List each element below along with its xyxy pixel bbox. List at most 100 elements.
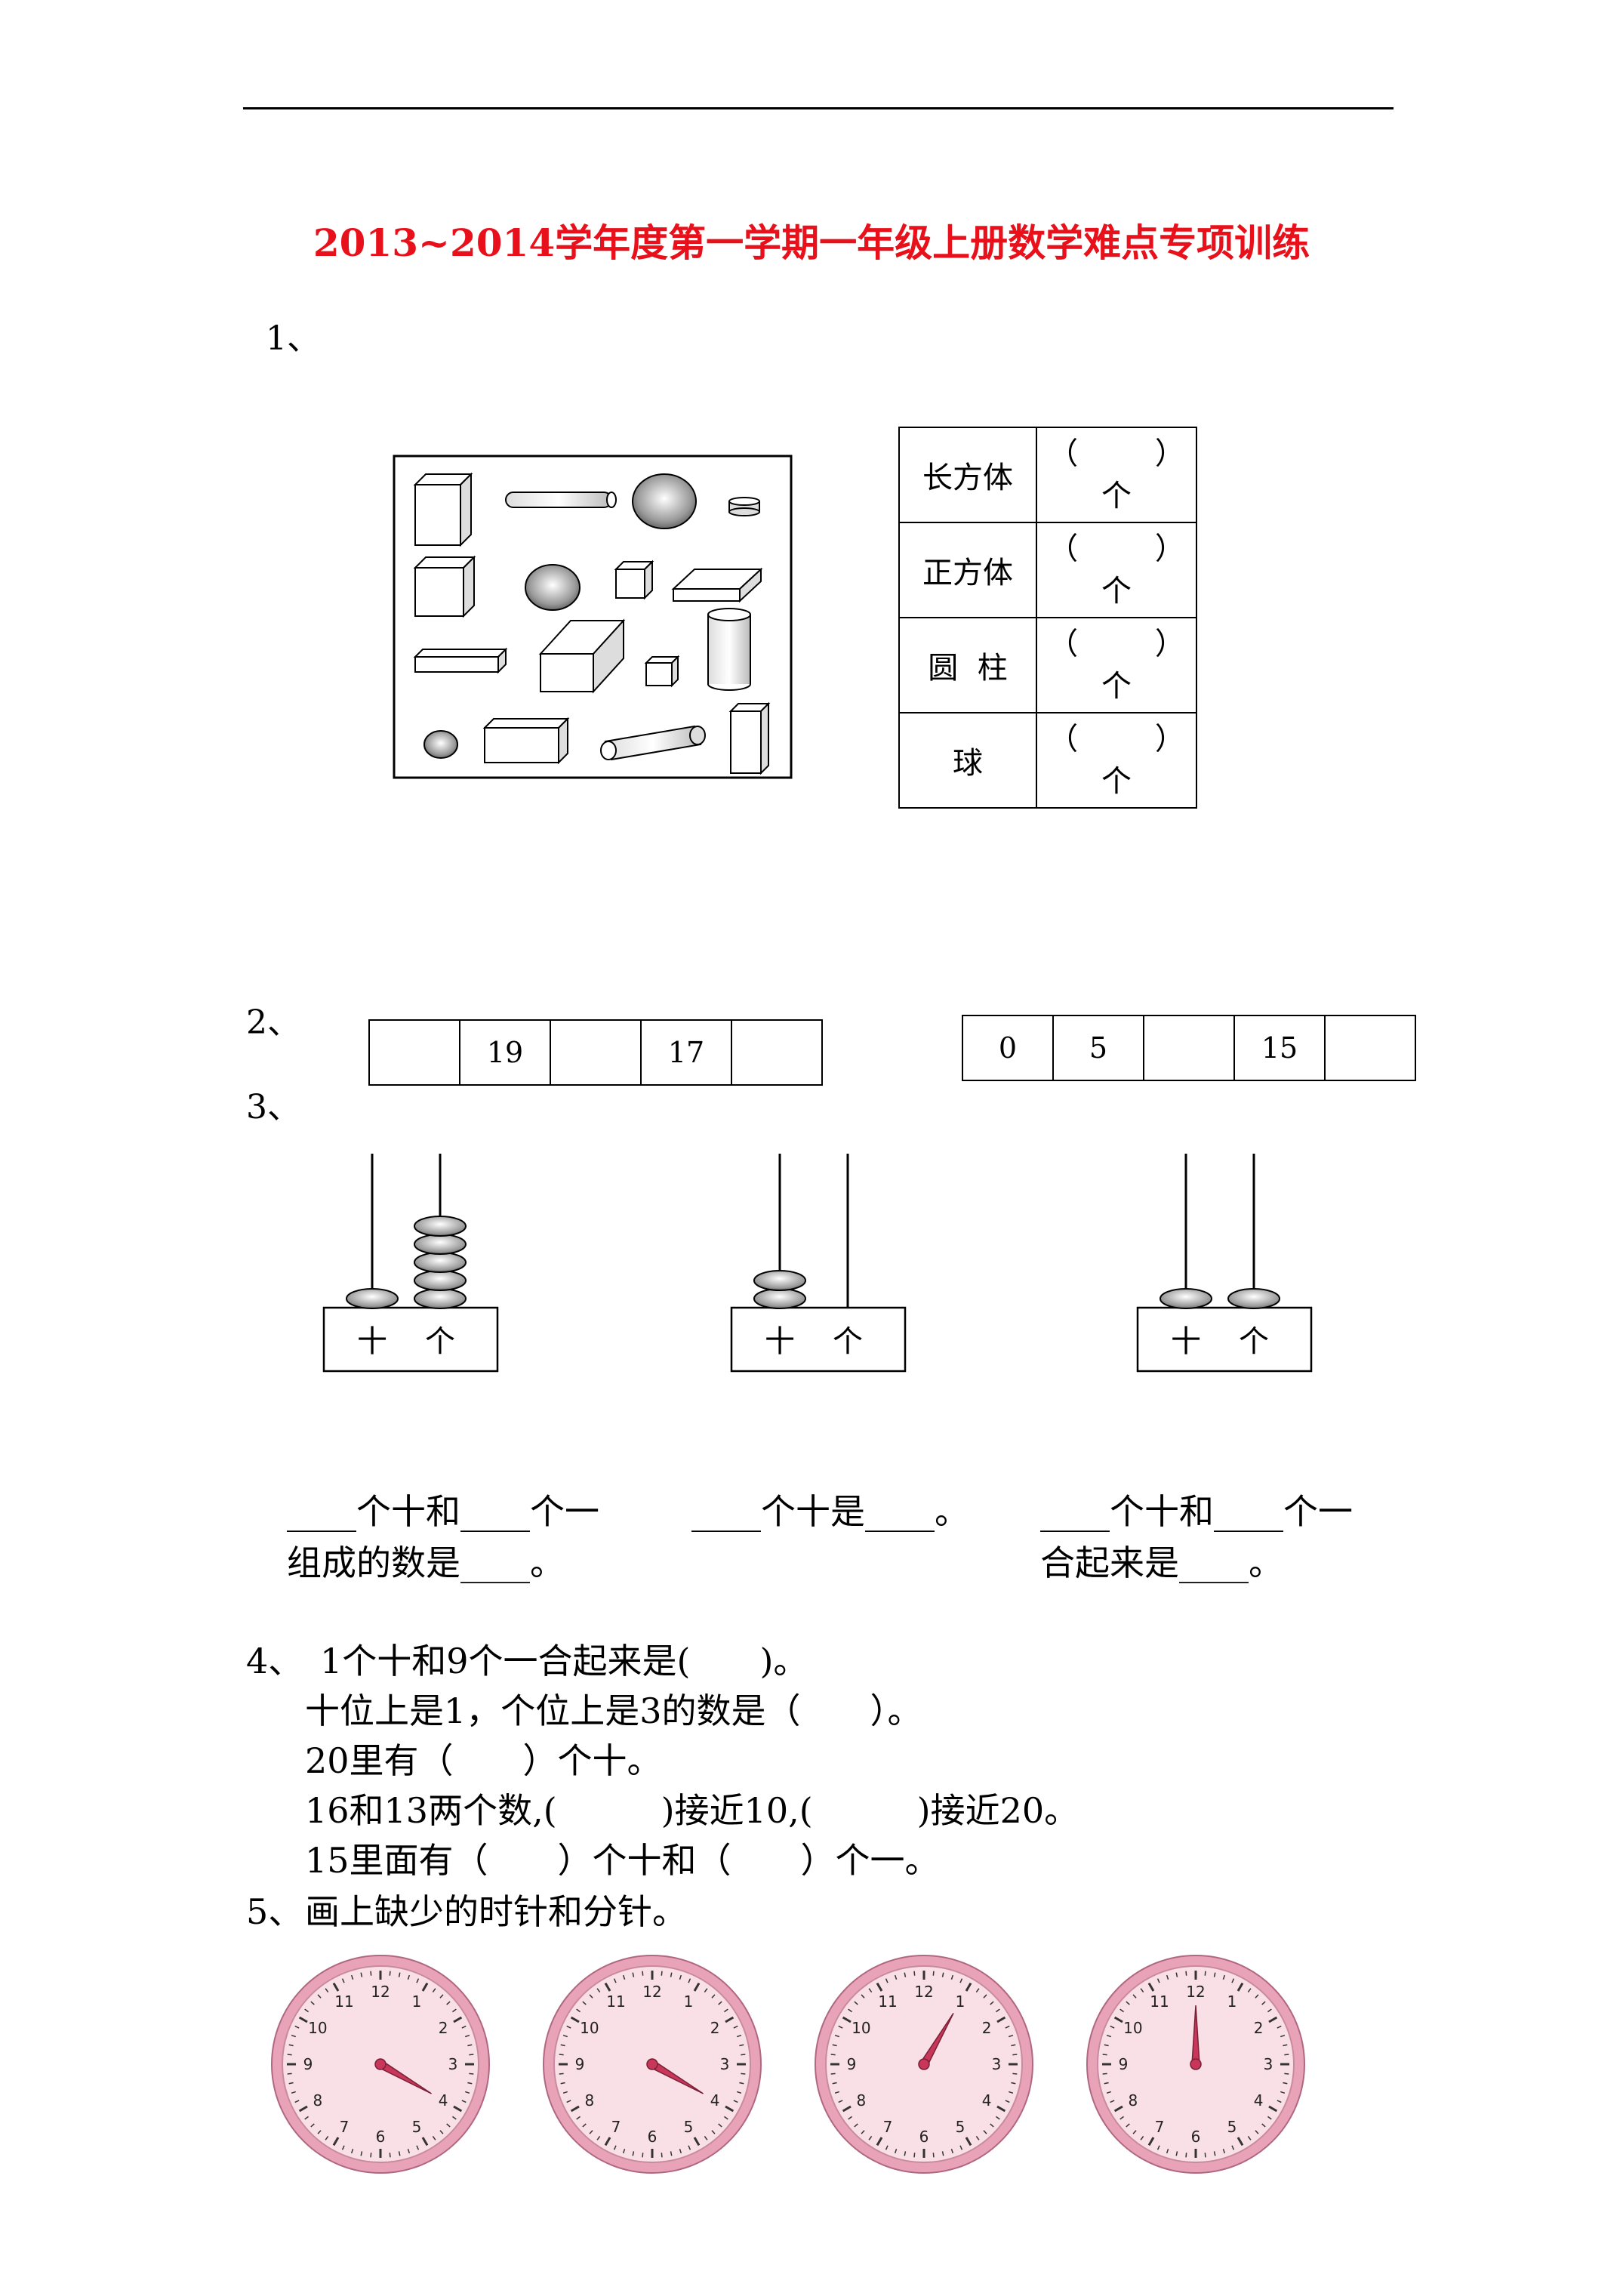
clock-tick <box>1185 2153 1187 2158</box>
clock-tick <box>975 1988 980 1992</box>
clock-tick <box>467 2082 473 2085</box>
table-row: 球 （ ）个 <box>898 712 1197 809</box>
clock-tick <box>1104 2082 1109 2085</box>
clock-number: 4 <box>1254 2091 1264 2110</box>
clock-tick <box>941 2151 944 2156</box>
clock-tick <box>642 2153 644 2158</box>
clock-tick <box>733 2100 738 2103</box>
clock-tick <box>439 2130 444 2134</box>
clock-number: 10 <box>1123 2019 1142 2037</box>
clock-number: 11 <box>878 1992 897 2011</box>
clock-tick <box>570 2016 580 2023</box>
clock-tick <box>1222 2148 1226 2154</box>
seq1-cell[interactable] <box>550 1019 642 1086</box>
seq1-cell[interactable] <box>731 1019 823 1086</box>
abacus-bead <box>414 1252 467 1273</box>
question-5-number: 5、 <box>246 1891 303 1932</box>
clock-tick <box>464 2034 470 2038</box>
clock-number: 1 <box>1227 1992 1237 2011</box>
clock-number: 4 <box>439 2091 448 2110</box>
abacus-bead <box>1160 1288 1212 1309</box>
q4-line-3[interactable]: 20里有（ ）个十。 <box>305 1740 662 1781</box>
abacus-bead <box>414 1234 467 1255</box>
clock-number: 12 <box>642 1983 661 2001</box>
clock-tick <box>317 2130 322 2134</box>
place-label-tens: 十 <box>1171 1324 1201 1359</box>
clock-center <box>1190 2058 1202 2070</box>
clock-tick <box>868 2136 873 2140</box>
fill-blank-3b[interactable]: 合起来是____。 <box>1040 1542 1283 1583</box>
clock-tick <box>642 1971 644 1976</box>
clock-tick <box>304 2116 309 2120</box>
clock-tick <box>310 2001 315 2005</box>
clock-number: 5 <box>956 2118 965 2136</box>
clock-tick <box>950 2148 954 2154</box>
abacus-bead <box>753 1270 806 1291</box>
clock-tick <box>560 2082 565 2085</box>
fill-blank-2[interactable]: ____个十是____。 <box>691 1491 969 1532</box>
clock-tick <box>704 1988 708 1992</box>
clock-tick <box>733 2025 738 2029</box>
answer-cell-sphere[interactable]: （ ）个 <box>1036 712 1197 809</box>
clock-tick <box>679 2148 682 2154</box>
place-label-ones: 个 <box>1239 1324 1269 1359</box>
clock-number: 11 <box>606 1992 625 2011</box>
clock-tick <box>317 1994 322 1999</box>
q4-line-1[interactable]: 1个十和9个一合起来是( )。 <box>320 1641 808 1681</box>
clock-tick <box>842 2016 852 2023</box>
clock-tick <box>439 1994 444 1999</box>
q4-line-2[interactable]: 十位上是1，个位上是3的数是（ ）。 <box>305 1690 922 1731</box>
table-row: 正方体 （ ）个 <box>898 522 1197 618</box>
q4-line-4[interactable]: 16和13两个数,( )接近10,( )接近20。 <box>305 1790 1079 1831</box>
clock-tick <box>941 1972 944 1977</box>
clock-number: 7 <box>340 2118 350 2136</box>
clock-tick <box>1110 2100 1115 2103</box>
clock-number: 3 <box>720 2055 730 2073</box>
clock-number: 3 <box>1264 2055 1273 2073</box>
clock-number: 11 <box>334 1992 353 2011</box>
clock-tick <box>1166 1974 1169 1980</box>
fill-blank-1a[interactable]: ____个十和____个一 <box>287 1491 599 1532</box>
seq2-cell: 5 <box>1052 1015 1144 1081</box>
clock-number: 9 <box>847 2055 857 2073</box>
clock-tick <box>287 2073 292 2075</box>
clock-tick <box>1140 1988 1144 1992</box>
clock-number: 10 <box>580 2019 599 2037</box>
fill-blank-3a[interactable]: ____个十和____个一 <box>1040 1491 1353 1532</box>
clock-tick <box>559 2073 564 2075</box>
clock-number: 5 <box>412 2118 422 2136</box>
clock-tick <box>1005 2100 1010 2103</box>
clock-tick <box>1277 2100 1282 2103</box>
place-label-tens: 十 <box>357 1324 387 1359</box>
clock-tick <box>704 2136 708 2140</box>
seq2-cell[interactable] <box>1324 1015 1416 1081</box>
answer-cell-cylinder[interactable]: （ ）个 <box>1036 617 1197 713</box>
fill-blank-1b[interactable]: 组成的数是____。 <box>287 1542 565 1583</box>
clock-tick <box>885 1978 888 1983</box>
clock-tick <box>830 2073 836 2075</box>
clock-tick <box>670 1972 673 1977</box>
seq1-cell[interactable] <box>368 1019 460 1086</box>
clock-tick <box>298 2105 308 2113</box>
answer-cell-cuboid[interactable]: （ ）个 <box>1036 427 1197 523</box>
clock-tick <box>950 1974 954 1980</box>
answer-cell-cube[interactable]: （ ）个 <box>1036 522 1197 618</box>
clock-tick <box>452 2116 457 2120</box>
seq2-cell[interactable] <box>1143 1015 1235 1081</box>
abacus-base <box>1136 1306 1313 1373</box>
clock-tick <box>1236 1982 1244 1992</box>
clock-tick <box>854 2123 858 2128</box>
q4-line-5[interactable]: 15里面有（ ）个十和（ ）个一。 <box>305 1840 940 1881</box>
abacus-3: 十个 <box>1136 1154 1313 1373</box>
clock-tick <box>294 2025 300 2029</box>
clock-tick <box>350 2148 354 2154</box>
clock-tick <box>932 2153 935 2158</box>
seq2-cell: 0 <box>962 1015 1054 1081</box>
clock-number: 2 <box>710 2019 720 2037</box>
clock-tick <box>1113 2105 1123 2113</box>
clock-tick <box>1156 1978 1160 1983</box>
